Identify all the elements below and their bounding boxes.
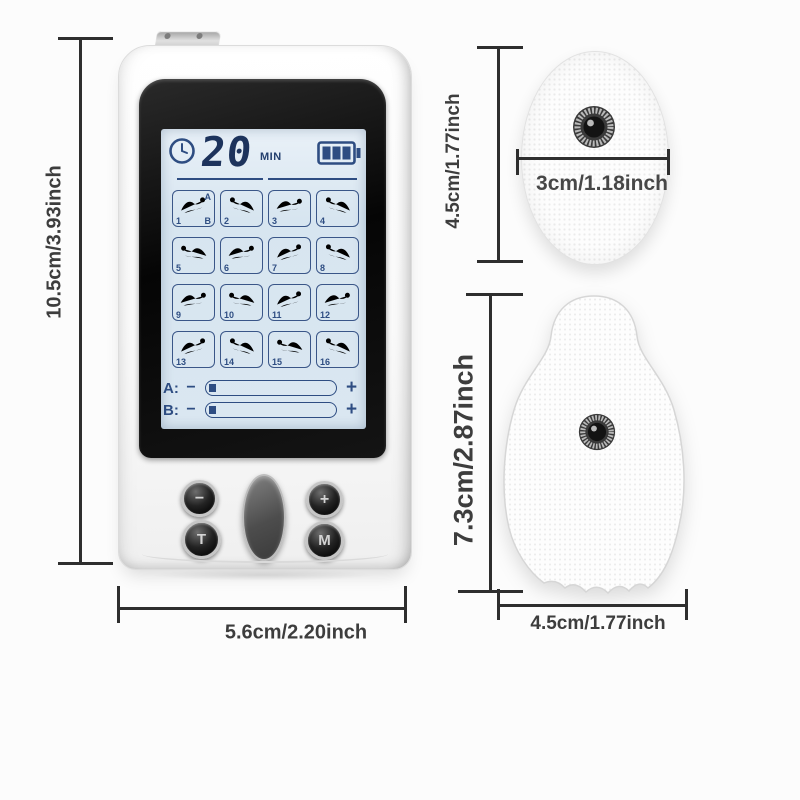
increase-button: + (306, 481, 343, 518)
channel-a-label: A: (163, 379, 179, 397)
mode-cell-14: 14 (220, 331, 263, 368)
mode-number: 9 (176, 310, 182, 320)
mode-cell-7: 7 (268, 237, 311, 274)
device-height-bottom-tick (58, 562, 113, 565)
channel-a-marker: A (204, 192, 212, 202)
mode-number: 16 (320, 357, 331, 367)
large-pad-height-bottom-tick (458, 590, 523, 593)
massage-mode-icon (229, 197, 254, 214)
small-pad-height-bottom-tick (477, 260, 523, 263)
switch-nub (196, 33, 204, 39)
decrease-button: − (181, 480, 218, 517)
large-pad-width-label: 4.5cm/1.77inch (530, 613, 666, 634)
channel-b-intensity-row: B: − + (163, 399, 363, 420)
large-pad-width-left-tick (497, 589, 500, 620)
mode-cell-10: 10 (220, 284, 263, 321)
small-pad-width-dimension-line (517, 157, 670, 160)
large-pad-height-label: 7.3cm/2.87inch (448, 353, 479, 547)
mode-cell-4: 4 (316, 190, 359, 227)
clock-icon (169, 138, 195, 164)
channel-b-intensity-bar (205, 402, 337, 418)
large-pad-width-dimension-line (498, 604, 688, 607)
small-pad-width-right-tick (667, 149, 670, 175)
mode-cell-5: 5 (172, 237, 215, 274)
device-width-label: 5.6cm/2.20inch (224, 621, 368, 644)
channel-b-label: B: (163, 401, 179, 419)
device-width-dimension-line (118, 607, 407, 610)
small-pad-width-left-tick (516, 149, 519, 175)
device-height-label: 10.5cm/3.93inch (43, 165, 66, 319)
mode-number: 4 (320, 216, 326, 226)
battery-icon (317, 141, 361, 165)
mode-cell-13: 13 (172, 331, 215, 368)
mode-number: 2 (224, 216, 230, 226)
device-height-dimension-line (79, 38, 82, 565)
channel-a-minus-indicator: − (186, 379, 196, 396)
channel-a-intensity-row: A: − + (163, 377, 363, 398)
massage-mode-icon (277, 244, 302, 261)
channel-b-plus-indicator: + (346, 399, 358, 420)
channel-b-minus-indicator: − (186, 401, 196, 418)
device-width-right-tick (404, 586, 407, 623)
mode-cell-16: 16 (316, 331, 359, 368)
mode-number: 11 (272, 310, 282, 320)
mode-button: M (305, 521, 344, 560)
channel-b-intensity-fill (209, 405, 216, 414)
large-pad-height-top-tick (466, 293, 523, 296)
small-pad-height-dimension-line (497, 47, 500, 262)
device-width-left-tick (117, 586, 120, 623)
mode-number: 13 (176, 357, 187, 367)
massage-mode-grid: A B 1 2 3 4 5 6 7 8 9 10 11 12 13 1 (172, 190, 359, 368)
channel-a-intensity-bar (205, 380, 337, 396)
timer-unit-label: MIN (260, 151, 282, 163)
header-divider-left (177, 178, 263, 180)
mode-cell-1: A B 1 (172, 190, 215, 227)
mode-cell-8: 8 (316, 237, 359, 274)
timer-value: 20 (198, 128, 255, 176)
timer-button: T (182, 520, 221, 559)
snap-stud-icon (572, 105, 616, 149)
snap-stud-icon (578, 413, 616, 451)
mode-cell-6: 6 (220, 237, 263, 274)
mode-number: 1 (176, 216, 182, 226)
mode-cell-3: 3 (268, 190, 311, 227)
mode-cell-9: 9 (172, 284, 215, 321)
small-pad-height-top-tick (477, 46, 523, 49)
mode-number: 12 (320, 310, 331, 320)
screen-bezel: 20 MIN A B 1 (139, 79, 386, 458)
mode-number: 7 (272, 263, 278, 273)
mode-number: 10 (224, 310, 235, 320)
channel-a-plus-indicator: + (346, 377, 358, 398)
mode-number: 5 (176, 263, 182, 273)
mode-cell-2: 2 (220, 190, 263, 227)
mode-number: 8 (320, 263, 326, 273)
tens-massager-device: 20 MIN A B 1 (118, 45, 412, 570)
massage-mode-icon (325, 244, 350, 261)
small-pad-height-label: 4.5cm/1.77inch (443, 93, 464, 229)
channel-b-marker: B (204, 216, 212, 226)
large-pad-width-right-tick (685, 589, 688, 620)
channel-a-intensity-fill (209, 383, 216, 392)
mode-number: 3 (272, 216, 278, 226)
large-pad-height-dimension-line (489, 294, 492, 592)
switch-nub (164, 33, 172, 39)
small-pad-width-label: 3cm/1.18inch (536, 172, 668, 195)
mode-number: 15 (272, 357, 283, 367)
mode-number: 6 (224, 263, 230, 273)
mode-cell-12: 12 (316, 284, 359, 321)
massage-mode-icon (325, 197, 350, 214)
mode-cell-11: 11 (268, 284, 311, 321)
header-divider-right (268, 178, 357, 180)
mode-cell-15: 15 (268, 331, 311, 368)
lcd-screen: 20 MIN A B 1 (161, 128, 366, 429)
device-shadow (150, 569, 376, 581)
mode-number: 14 (224, 357, 235, 367)
device-height-top-tick (58, 37, 113, 40)
power-oval-button (242, 474, 286, 561)
